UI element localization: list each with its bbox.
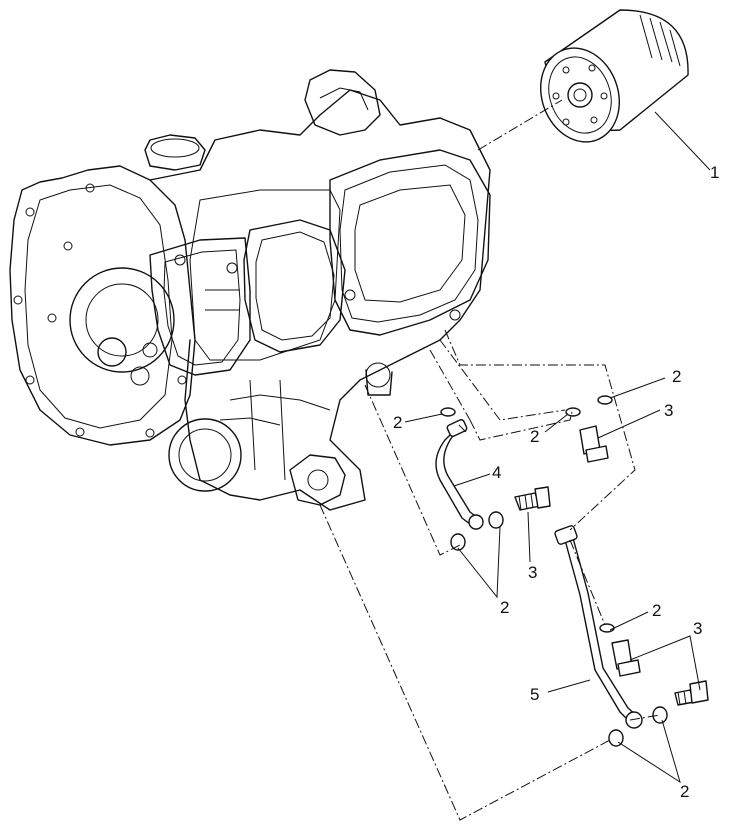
callout-3-banjo-bolt: 3 [664, 401, 674, 420]
callout-4-oil-line: 4 [492, 463, 502, 482]
assembly-lines [319, 99, 661, 821]
filter-holes [552, 64, 608, 126]
leader-lines [404, 111, 711, 784]
callout-2-washer: 2 [652, 601, 662, 620]
callout-2-washer: 2 [672, 367, 682, 386]
engine-crankcase [9, 69, 491, 511]
oil-filter [539, 9, 689, 143]
callout-2-washer: 2 [500, 598, 510, 617]
callout-3-banjo-bolt: 3 [693, 619, 703, 638]
callout-1-oil-filter: 1 [710, 163, 720, 182]
sealing-washers [440, 395, 668, 747]
oil-line-5 [554, 525, 643, 729]
banjo-bolts [514, 425, 709, 706]
oil-line-4 [435, 419, 484, 530]
callout-2-washer: 2 [393, 413, 403, 432]
callout-3-banjo-bolt: 3 [528, 563, 538, 582]
callout-5-oil-line: 5 [530, 685, 540, 704]
callout-2-washer: 2 [530, 427, 540, 446]
cover-bolt-holes [13, 183, 187, 438]
callout-2-washer: 2 [680, 782, 690, 801]
